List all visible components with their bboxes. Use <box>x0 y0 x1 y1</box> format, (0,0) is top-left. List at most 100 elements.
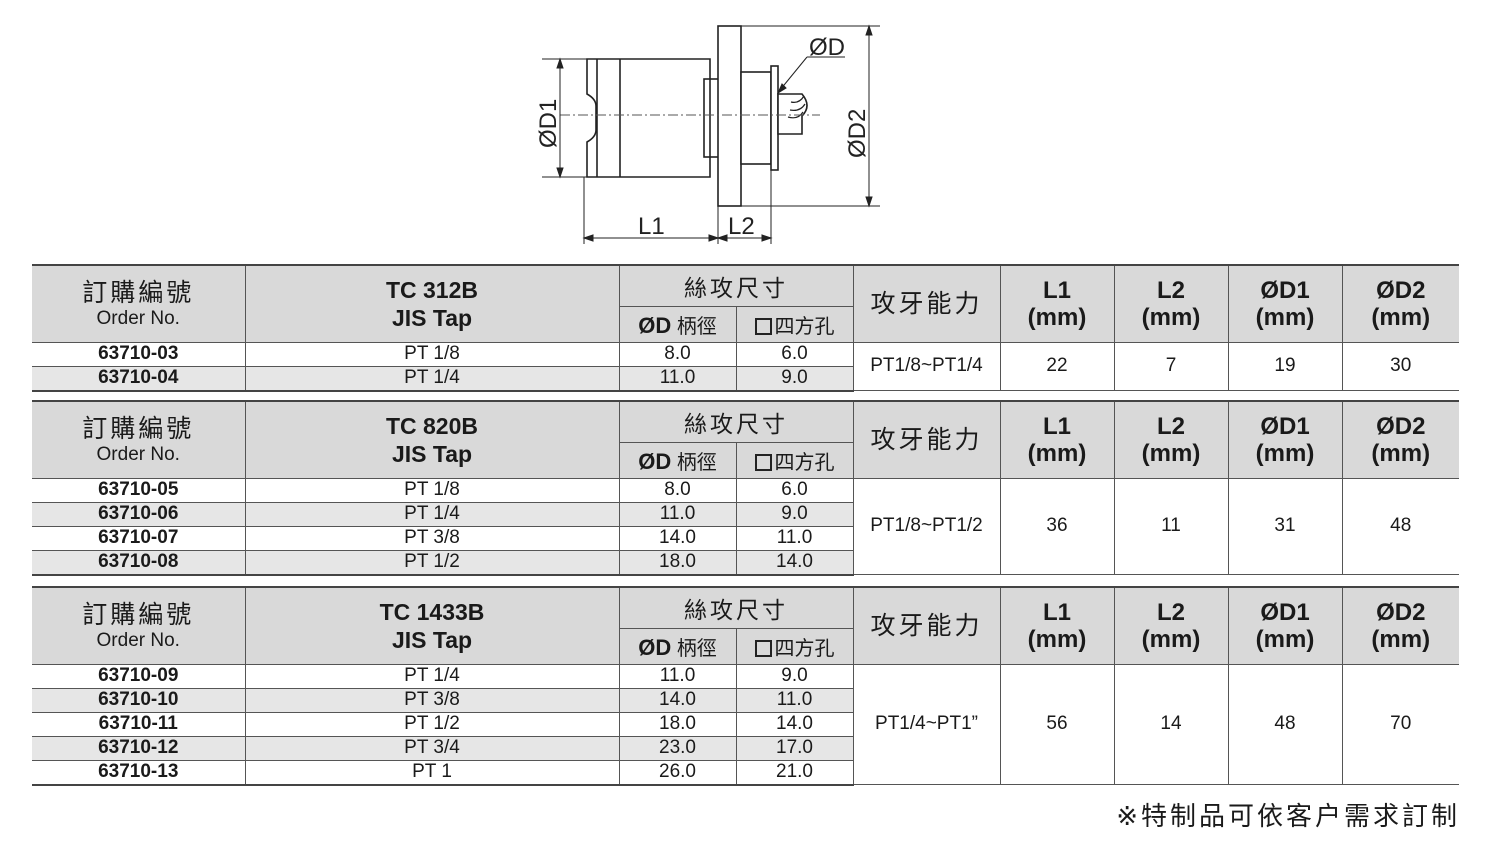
cell-tap-size: PT 1/4 <box>244 365 620 392</box>
dim-label-l2: L2 <box>728 213 755 240</box>
cell-order-no: 63710-11 <box>32 711 246 737</box>
dim-label-d1: ØD1 <box>535 99 562 148</box>
header-d2-unit: (mm) <box>1371 303 1431 331</box>
cell-square-hole: 9.0 <box>735 365 853 392</box>
header-tap-size: 絲攻尺寸 <box>618 264 854 307</box>
cell-order-no: 63710-06 <box>32 501 246 527</box>
header-l1-unit: (mm) <box>1027 303 1087 331</box>
header-l1-unit: (mm) <box>1027 625 1087 653</box>
cell-order-no: 63710-05 <box>32 477 246 503</box>
header-tap-size: 絲攻尺寸 <box>618 400 854 443</box>
header-square: 四方孔 <box>735 627 853 665</box>
header-l1-unit: (mm) <box>1027 439 1087 467</box>
cell-d2: 48 <box>1341 477 1459 575</box>
header-tap-size: 絲攻尺寸 <box>618 586 854 629</box>
header-d2: ØD2(mm) <box>1341 264 1459 343</box>
header-order-zh: 訂購編號 <box>82 600 195 629</box>
header-d1: ØD1(mm) <box>1227 264 1343 343</box>
cell-d1: 19 <box>1227 341 1343 391</box>
cell-order-no: 63710-10 <box>32 687 246 713</box>
cell-d2: 70 <box>1341 663 1459 785</box>
cell-order-no: 63710-07 <box>32 525 246 551</box>
cell-order-no: 63710-13 <box>32 759 246 786</box>
header-order-en: Order No. <box>96 629 180 651</box>
header-l2-label: L2 <box>1156 412 1185 440</box>
header-capacity: 攻牙能力 <box>852 400 1001 479</box>
header-d2-label: ØD2 <box>1376 412 1426 440</box>
header-d2: ØD2(mm) <box>1341 586 1459 665</box>
header-d1-label: ØD1 <box>1260 598 1310 626</box>
header-d1-unit: (mm) <box>1255 303 1315 331</box>
header-d2-unit: (mm) <box>1371 625 1431 653</box>
cell-tap-size: PT 1/4 <box>244 501 620 527</box>
header-l2-unit: (mm) <box>1141 303 1201 331</box>
header-square-zh: 四方孔 <box>774 451 835 474</box>
header-l2: L2(mm) <box>1113 264 1229 343</box>
cell-square-hole: 9.0 <box>735 501 853 527</box>
cell-shank-diameter: 14.0 <box>618 525 737 551</box>
footnote: ※特制品可依客户需求訂制 <box>1116 802 1460 832</box>
square-icon <box>754 317 772 335</box>
cell-square-hole: 14.0 <box>735 711 853 737</box>
header-capacity: 攻牙能力 <box>852 586 1001 665</box>
header-d1-label: ØD1 <box>1260 276 1310 304</box>
header-shank: ØD 柄徑 <box>619 441 737 479</box>
header-square: 四方孔 <box>735 305 853 343</box>
cell-tap-size: PT 1/8 <box>244 477 620 503</box>
header-l2: L2(mm) <box>1113 400 1229 479</box>
cell-d2: 30 <box>1341 341 1459 391</box>
cell-shank-diameter: 18.0 <box>618 711 737 737</box>
cell-capacity: PT1/4~PT1” <box>852 663 1001 785</box>
cell-capacity: PT1/8~PT1/2 <box>852 477 1001 575</box>
header-shank-symbol: ØD <box>638 634 672 660</box>
cell-shank-diameter: 18.0 <box>618 549 737 576</box>
header-capacity: 攻牙能力 <box>852 264 1001 343</box>
header-d2: ØD2(mm) <box>1341 400 1459 479</box>
header-square-zh: 四方孔 <box>774 315 835 338</box>
cell-square-hole: 21.0 <box>735 759 853 786</box>
cell-square-hole: 9.0 <box>735 663 854 689</box>
cell-tap-size: PT 3/8 <box>244 687 620 713</box>
header-shank-zh: 柄徑 <box>676 315 717 338</box>
cell-l1: 56 <box>999 663 1115 785</box>
header-l1: L1(mm) <box>999 264 1115 343</box>
cell-tap-size: PT 3/8 <box>244 525 620 551</box>
cell-tap-size: PT 1/2 <box>244 549 620 576</box>
cell-tap-size: PT 1/4 <box>244 663 620 689</box>
header-model-name: TC 312B <box>385 276 479 303</box>
header-model-name: TC 820B <box>385 412 479 439</box>
cell-shank-diameter: 11.0 <box>618 501 737 527</box>
header-shank-symbol: ØD <box>638 448 672 474</box>
cell-tap-size: PT 1 <box>244 759 620 786</box>
header-order-zh: 訂購編號 <box>82 414 195 443</box>
dim-label-d2: ØD2 <box>844 109 871 158</box>
cell-shank-diameter: 14.0 <box>618 687 737 713</box>
header-d1: ØD1(mm) <box>1227 400 1343 479</box>
header-l1-label: L1 <box>1042 598 1071 626</box>
cell-shank-diameter: 23.0 <box>618 735 737 761</box>
cell-tap-size: PT 1/8 <box>244 341 620 367</box>
cell-capacity: PT1/8~PT1/4 <box>852 341 1001 391</box>
cell-shank-diameter: 11.0 <box>618 365 737 392</box>
cell-square-hole: 11.0 <box>735 525 853 551</box>
header-shank-zh: 柄徑 <box>676 451 717 474</box>
header-order-zh: 訂購編號 <box>82 278 195 307</box>
cell-order-no: 63710-08 <box>32 549 246 576</box>
cell-shank-diameter: 8.0 <box>618 341 737 367</box>
header-d2-unit: (mm) <box>1371 439 1431 467</box>
